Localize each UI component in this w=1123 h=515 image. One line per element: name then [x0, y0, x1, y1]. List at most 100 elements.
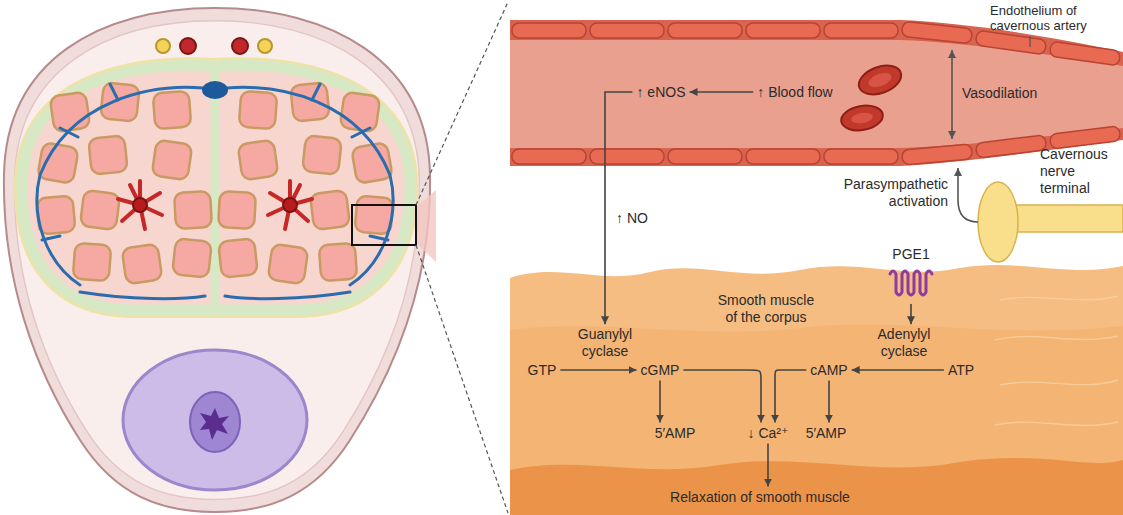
sinusoid: [340, 92, 381, 133]
pathway-arrow: [605, 92, 632, 324]
sinusoid: [218, 238, 258, 278]
sinusoid: [73, 243, 111, 281]
outcome-label: Relaxation of smooth muscle: [666, 487, 854, 508]
endothelial-cells: [512, 21, 1121, 165]
node-text: Relaxation of smooth muscle: [670, 489, 850, 506]
dorsal-artery: [232, 38, 248, 54]
sinusoid: [174, 191, 212, 229]
magnified-view: [510, 20, 1123, 515]
node-text: PGE1: [892, 246, 929, 263]
sinusoid: [218, 191, 256, 229]
prostaglandin-receptor: [890, 271, 932, 295]
pathway-arrow: [852, 369, 944, 371]
pathway-arrow: [828, 380, 830, 422]
tunica-outer: [22, 65, 410, 310]
artery-lumen: [510, 40, 1123, 148]
muscle-fibre: [995, 336, 1118, 340]
sinusoid: [122, 244, 163, 285]
activation-arrow: [958, 168, 978, 222]
cross-section: [4, 2, 508, 513]
endothelial-cell: [668, 23, 742, 38]
sinusoid: [153, 91, 191, 129]
endothelial-cell: [975, 135, 1046, 158]
endothelial-cell: [1049, 41, 1120, 66]
endothelial-cell: [590, 149, 664, 164]
tunica-albuginea: [22, 65, 410, 310]
zoom-fan: [416, 190, 436, 262]
endothelial-cell: [746, 23, 820, 38]
endothelial-cell: [512, 23, 586, 38]
dorsal-artery: [180, 38, 196, 54]
pathway-term: ATP: [944, 360, 978, 381]
urethra-wall: [190, 392, 240, 452]
sinusoid: [290, 82, 330, 122]
node-text: ↑ eNOS: [636, 84, 685, 101]
helicine-artery: [268, 181, 312, 229]
nerve-axon: [1005, 205, 1123, 232]
vein: [42, 84, 388, 240]
pathway-arrow: [560, 369, 636, 371]
zoom-box: [352, 205, 416, 245]
sinusoid: [351, 142, 393, 184]
process-label: Parasympathetic activation: [820, 176, 948, 210]
endothelial-cell: [902, 144, 973, 165]
enzyme-label: Guanylyl cyclase: [565, 324, 645, 362]
red-blood-cell-centre: [867, 70, 894, 89]
enzyme-label: Adenylyl cyclase: [864, 324, 944, 362]
structure-label: Smooth muscle of the corpus: [714, 292, 818, 326]
node-text: cAMP: [810, 362, 847, 379]
smooth-muscle-deep: [510, 458, 1123, 515]
node-text: ↑ Blood flow: [757, 84, 832, 101]
muscle-fibre: [1000, 296, 1118, 300]
dorsal-vein: [202, 81, 228, 99]
sinusoid: [80, 190, 120, 230]
sinusoid: [36, 195, 75, 234]
process-label: Vasodilation: [962, 85, 1037, 102]
vasodilation-arrow: [951, 50, 953, 139]
helicine-artery: [118, 181, 162, 229]
red-blood-cell-centre: [850, 111, 873, 125]
sinusoid: [310, 190, 350, 230]
node-text: 5′AMP: [655, 425, 696, 442]
vein: [37, 87, 203, 285]
artery-wall: [510, 20, 1123, 166]
endothelial-cell: [668, 149, 742, 164]
nerve-terminal: [978, 182, 1018, 262]
sinusoid: [238, 140, 279, 181]
sinusoid: [354, 195, 393, 234]
endothelial-cell: [824, 23, 898, 38]
node-text: ATP: [948, 362, 974, 379]
sinusoid: [100, 82, 140, 122]
node-text: Adenylyl cyclase: [868, 326, 940, 360]
pathway-arrow: [767, 443, 769, 486]
sinusoid: [239, 91, 277, 129]
skin: [4, 8, 430, 512]
pathway-term: 5′AMP: [802, 423, 851, 444]
sinusoid: [268, 244, 309, 285]
sinusoid: [50, 92, 91, 133]
helicine-artery-centre: [133, 198, 147, 212]
muscle-fibres: [995, 296, 1118, 425]
sinusoid: [152, 140, 193, 181]
pathway-arrow: [659, 380, 661, 422]
endothelial-cell: [590, 23, 664, 38]
urethra-lumen: [200, 408, 229, 440]
pathway-arrow: [775, 370, 806, 423]
sinusoid: [172, 238, 212, 278]
endothelial-cell: [824, 149, 898, 164]
red-blood-cell: [839, 103, 885, 134]
septum: [211, 70, 220, 306]
pathway-term: GTP: [524, 360, 561, 381]
smooth-muscle: [510, 265, 1123, 515]
muscle-fibre: [995, 422, 1118, 425]
zoom-line: [416, 245, 508, 513]
pathway-arrow: [690, 91, 754, 93]
pathway-term: ↑ eNOS: [632, 82, 689, 103]
helicine-artery-centre: [283, 198, 297, 212]
node-text: ↓ Ca²⁺: [748, 425, 789, 442]
pathway-arrow: [683, 370, 761, 423]
vein: [80, 292, 350, 299]
sinusoid: [88, 135, 128, 175]
